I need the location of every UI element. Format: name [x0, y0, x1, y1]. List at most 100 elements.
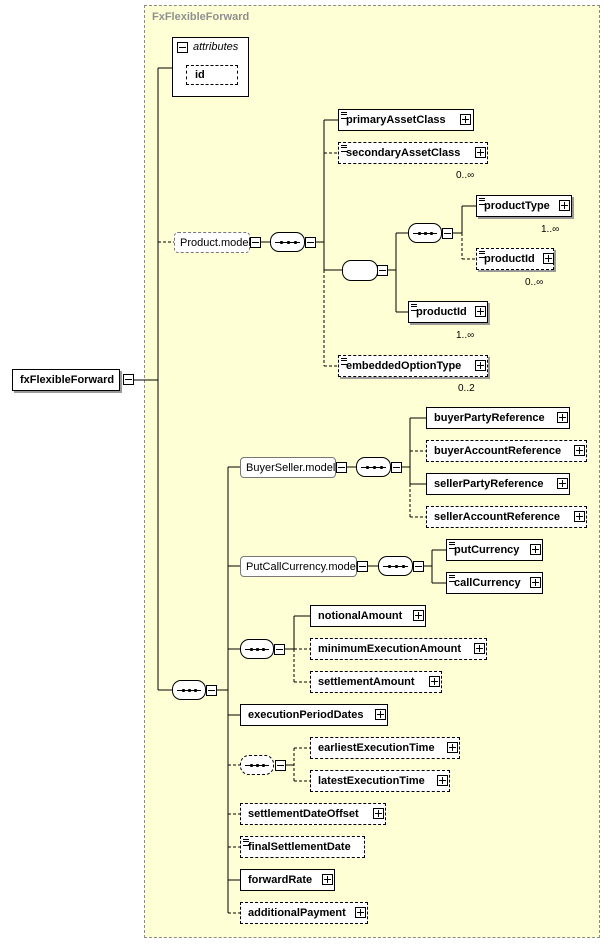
secondary-asset-class-element[interactable]: secondaryAssetClass [338, 142, 488, 164]
collapse-icon[interactable] [336, 462, 347, 473]
attributes-header: attributes [193, 41, 239, 53]
cardinality: 0..2 [458, 383, 475, 394]
element-label: callCurrency [454, 577, 521, 589]
sequence-icon [240, 639, 274, 659]
put-call-currency-model-group[interactable]: PutCallCurrency.model [240, 556, 359, 577]
put-currency-element[interactable]: putCurrency [446, 539, 543, 561]
cardinality: 1..∞ [456, 330, 475, 341]
buyer-seller-model-group[interactable]: BuyerSeller.model [240, 457, 336, 478]
element-label: buyerAccountReference [434, 445, 562, 457]
expand-icon[interactable] [460, 114, 471, 125]
element-label: latestExecutionTime [318, 775, 425, 787]
collapse-icon[interactable] [123, 374, 134, 385]
group-title: FxFlexibleForward [152, 11, 250, 23]
expand-icon[interactable] [475, 147, 486, 158]
element-label: settlementAmount [318, 676, 415, 688]
expand-icon[interactable] [355, 907, 366, 918]
expand-icon[interactable] [475, 360, 486, 371]
expand-icon[interactable] [557, 478, 568, 489]
collapse-icon[interactable] [177, 42, 188, 53]
group-label: BuyerSeller.model [246, 461, 336, 474]
expand-icon[interactable] [413, 610, 424, 621]
sequence-icon [172, 680, 206, 700]
element-label: productType [484, 200, 550, 212]
settlement-date-offset-element[interactable]: settlementDateOffset [240, 803, 386, 825]
expand-icon[interactable] [474, 643, 485, 654]
element-label: additionalPayment [248, 907, 346, 919]
group-label: PutCallCurrency.model [246, 560, 359, 573]
collapse-icon[interactable] [250, 237, 261, 248]
expand-icon[interactable] [543, 253, 554, 264]
element-label: settlementDateOffset [248, 808, 359, 820]
root-label: fxFlexibleForward [20, 374, 115, 386]
element-label: putCurrency [454, 544, 520, 556]
expand-icon[interactable] [322, 874, 333, 885]
product-model-label: Product.model [180, 236, 251, 249]
cardinality: 0..∞ [525, 277, 544, 288]
primary-asset-class-element[interactable]: primaryAssetClass [338, 109, 474, 131]
latest-execution-time-element[interactable]: latestExecutionTime [310, 770, 450, 792]
expand-icon[interactable] [373, 808, 384, 819]
call-currency-element[interactable]: callCurrency [446, 572, 543, 594]
element-label: minimumExecutionAmount [318, 643, 462, 655]
product-id-element[interactable]: productId [408, 301, 488, 323]
sequence-icon [240, 755, 274, 775]
expand-icon[interactable] [574, 511, 585, 522]
expand-icon[interactable] [375, 709, 386, 720]
collapse-icon[interactable] [377, 265, 388, 276]
expand-icon[interactable] [557, 412, 568, 423]
collapse-icon[interactable] [357, 561, 368, 572]
element-label: embeddedOptionType [346, 360, 462, 372]
element-label: sellerAccountReference [434, 511, 560, 523]
sequence-icon [356, 457, 391, 477]
element-label: notionalAmount [318, 610, 403, 622]
attribute-id: id [186, 65, 238, 85]
collapse-icon[interactable] [413, 561, 424, 572]
element-label: finalSettlementDate [248, 841, 351, 853]
element-label: earliestExecutionTime [318, 742, 435, 754]
embedded-option-type-element[interactable]: embeddedOptionType [338, 355, 488, 377]
element-label: executionPeriodDates [248, 709, 364, 721]
expand-icon[interactable] [429, 676, 440, 687]
notional-amount-element[interactable]: notionalAmount [310, 605, 426, 627]
seller-account-reference-element[interactable]: sellerAccountReference [426, 506, 587, 528]
expand-icon[interactable] [530, 577, 541, 588]
collapse-icon[interactable] [442, 228, 453, 239]
collapse-icon[interactable] [305, 237, 316, 248]
cardinality: 0..∞ [456, 170, 475, 181]
choice-icon [342, 260, 378, 281]
final-settlement-date-element[interactable]: finalSettlementDate [240, 836, 365, 858]
element-label: secondaryAssetClass [346, 147, 461, 159]
buyer-party-reference-element[interactable]: buyerPartyReference [426, 407, 570, 429]
collapse-icon[interactable] [274, 644, 285, 655]
expand-icon[interactable] [574, 445, 585, 456]
earliest-execution-time-element[interactable]: earliestExecutionTime [310, 737, 460, 759]
sequence-icon [270, 232, 305, 252]
expand-icon[interactable] [447, 742, 458, 753]
sequence-icon [408, 223, 442, 243]
product-type-element[interactable]: productType [476, 195, 572, 217]
root-element[interactable]: fxFlexibleForward [12, 369, 120, 391]
expand-icon[interactable] [559, 200, 570, 211]
collapse-icon[interactable] [275, 760, 286, 771]
cardinality: 1..∞ [541, 224, 560, 235]
product-id-optional-element[interactable]: productId [476, 248, 554, 270]
expand-icon[interactable] [530, 544, 541, 555]
minimum-execution-amount-element[interactable]: minimumExecutionAmount [310, 638, 487, 660]
expand-icon[interactable] [437, 775, 448, 786]
sequence-icon [378, 556, 413, 576]
collapse-icon[interactable] [206, 685, 217, 696]
additional-payment-element[interactable]: additionalPayment [240, 902, 368, 924]
forward-rate-element[interactable]: forwardRate [240, 869, 335, 891]
execution-period-dates-element[interactable]: executionPeriodDates [240, 704, 388, 726]
buyer-account-reference-element[interactable]: buyerAccountReference [426, 440, 587, 462]
seller-party-reference-element[interactable]: sellerPartyReference [426, 473, 570, 495]
expand-icon[interactable] [475, 306, 486, 317]
settlement-amount-element[interactable]: settlementAmount [310, 671, 442, 693]
element-label: buyerPartyReference [434, 412, 545, 424]
collapse-icon[interactable] [391, 462, 402, 473]
product-model-group[interactable]: Product.model [174, 232, 251, 253]
element-label: sellerPartyReference [434, 478, 544, 490]
